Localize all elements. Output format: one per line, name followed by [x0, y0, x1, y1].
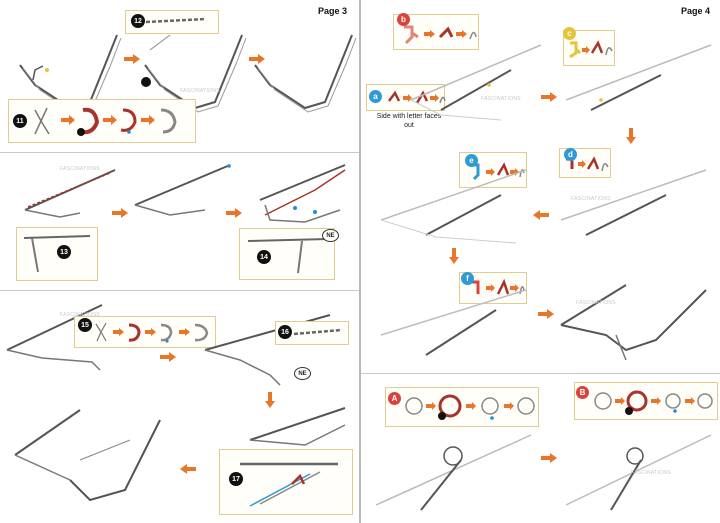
frame-drawing — [134, 164, 231, 216]
part-detail-drawing — [240, 462, 338, 507]
wing-frame-drawing — [380, 169, 527, 244]
orange-down-arrow-icon — [626, 128, 636, 144]
letter-c-badge: c — [563, 27, 576, 40]
wing-frame-drawing — [380, 289, 527, 356]
letter-b-badge: b — [397, 13, 410, 26]
parts-sequence-drawing — [95, 322, 209, 343]
letter-f-badge: f — [461, 272, 474, 285]
letter-d-badge: d — [564, 148, 577, 161]
wing-frame-drawing — [560, 284, 707, 361]
orange-left-arrow-icon — [533, 210, 549, 220]
section-divider — [0, 152, 359, 153]
step-15-badge: 15 — [78, 318, 92, 332]
step-16-badge: 16 — [278, 325, 292, 339]
orange-right-arrow-icon — [112, 208, 128, 218]
ne-label: NE — [322, 229, 339, 242]
wing-frame-drawing — [14, 409, 161, 502]
orange-right-arrow-icon — [160, 352, 176, 362]
part-strip-drawing — [293, 328, 343, 336]
step-12-badge: 12 — [131, 14, 145, 28]
orange-right-arrow-icon — [541, 92, 557, 102]
wing-frame-drawing — [565, 434, 712, 511]
part-detail-drawing — [23, 235, 91, 273]
part-b-inset — [393, 14, 479, 50]
step-14-badge: 14 — [257, 250, 271, 264]
page-4: Page 4 b a Side with letter faces out — [361, 0, 720, 523]
side-with-letter-note: Side with letter faces out — [376, 113, 442, 129]
wing-frame-drawing — [204, 314, 331, 386]
frame-with-strip-drawing — [24, 169, 116, 218]
step-15-inset — [74, 316, 216, 348]
orange-right-arrow-icon — [541, 453, 557, 463]
orange-down-arrow-icon — [449, 248, 459, 264]
step-14-inset — [239, 228, 335, 280]
wing-frame-drawing — [141, 34, 247, 113]
page-4-title: Page 4 — [681, 6, 711, 16]
orange-right-arrow-icon — [124, 54, 140, 64]
parts-sequence-drawing — [569, 40, 613, 59]
watermark: FASCINATIONS — [576, 300, 616, 306]
letter-A-badge: A — [388, 392, 401, 405]
page-3-title: Page 3 — [318, 6, 348, 16]
letter-e-badge: e — [465, 154, 478, 167]
part-strip-drawing — [145, 17, 207, 24]
watermark: FASCINATIONS — [60, 312, 100, 318]
wing-frame-drawing — [254, 34, 357, 113]
parts-sequence-drawing — [594, 390, 713, 415]
wing-frame-drawing — [410, 44, 542, 121]
wing-frame-drawing — [6, 304, 103, 371]
step-13-badge: 13 — [57, 245, 71, 259]
section-divider — [361, 373, 720, 374]
parts-sequence-drawing — [404, 25, 477, 45]
parts-sequence-drawing — [388, 90, 446, 104]
watermark: FASCINATIONS — [571, 196, 611, 202]
part-B-inset — [574, 382, 718, 420]
step-11-inset — [8, 99, 196, 143]
watermark: FASCINATIONS — [60, 166, 100, 172]
parts-sequence-drawing — [34, 107, 177, 136]
wing-frame-drawing — [560, 169, 707, 236]
watermark: FASCINATIONS — [631, 470, 671, 476]
orange-down-arrow-icon — [265, 392, 275, 408]
frame-assembly-drawing — [249, 407, 346, 446]
wing-frame-drawing — [565, 44, 712, 111]
letter-a-badge: a — [369, 90, 382, 103]
page-3: Page 3 12 — [0, 0, 359, 523]
orange-right-arrow-icon — [249, 54, 265, 64]
step-17-badge: 17 — [229, 472, 243, 486]
section-divider — [0, 290, 359, 291]
frame-assembly-drawing — [259, 164, 346, 223]
orange-right-arrow-icon — [538, 309, 554, 319]
part-A-inset — [385, 387, 539, 427]
parts-sequence-drawing — [472, 278, 525, 295]
part-f-inset — [459, 272, 527, 304]
ne-label: NE — [294, 367, 311, 380]
page-divider — [359, 0, 361, 523]
part-detail-drawing — [247, 238, 329, 274]
watermark: FASCINATIONS — [180, 88, 220, 94]
wing-frame-drawing — [375, 434, 532, 511]
letter-B-badge: B — [576, 386, 589, 399]
orange-left-arrow-icon — [180, 464, 196, 474]
step-11-badge: 11 — [13, 114, 27, 128]
watermark: FASCINATIONS — [481, 96, 521, 102]
step-17-inset — [219, 449, 353, 515]
orange-right-arrow-icon — [226, 208, 242, 218]
parts-sequence-drawing — [405, 394, 535, 420]
